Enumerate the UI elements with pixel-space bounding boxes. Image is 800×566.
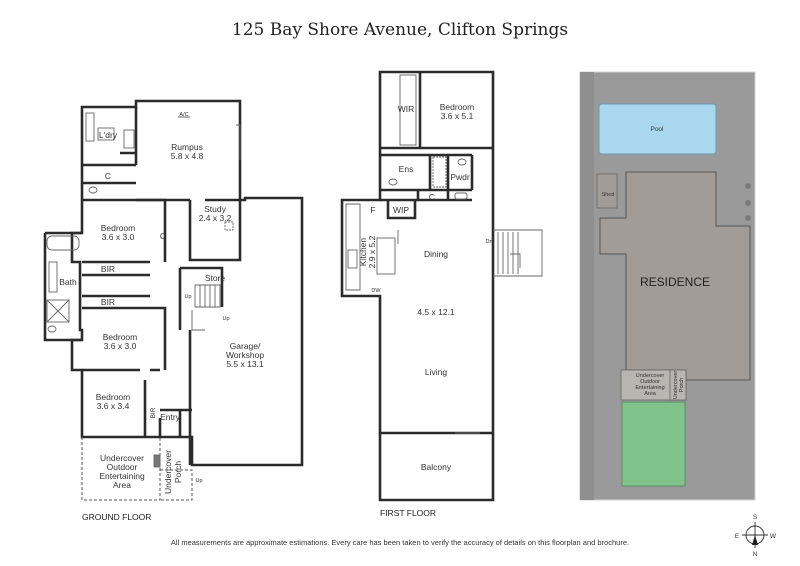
site-outdoor-label-2: Outdoor [640, 379, 660, 385]
ens-label: Ens [399, 164, 414, 174]
cupboard-label-2: C [160, 231, 166, 241]
compass-s: S [753, 514, 758, 521]
bedroom1-label: Bedroom [101, 223, 136, 233]
wip-label: WIP [393, 205, 409, 215]
dining-label: Dining [424, 249, 448, 259]
cupboard-label-1: C [105, 171, 111, 181]
tree-2 [745, 200, 751, 206]
ground-outer-wall [70, 99, 304, 467]
outdoor-label-3: Entertaining [99, 471, 145, 481]
ground-floor-label: GROUND FLOOR [82, 512, 151, 522]
residence-label: RESIDENCE [640, 275, 710, 289]
site-side-strip [580, 72, 594, 500]
tree-1 [745, 183, 751, 189]
ac-label: A/C [179, 112, 188, 118]
pwdr-label: Pwdr [450, 172, 470, 182]
shed-label: Shed [602, 192, 615, 198]
first-outer-wall [340, 70, 495, 435]
site-outdoor-label-1: Undercover [636, 373, 665, 379]
tree-3 [745, 215, 751, 221]
wir-label: WIR [398, 104, 415, 114]
bedroom2-size: 3.6 x 3.0 [104, 341, 137, 351]
first-stairs [493, 229, 543, 277]
pool [598, 103, 717, 155]
porch-label-1: Undercover [163, 450, 173, 494]
first-bedroom-label: Bedroom [440, 102, 475, 112]
bir1-label: BIR [101, 264, 115, 274]
site-porch [669, 369, 687, 401]
balcony-walls [378, 433, 495, 502]
ens-pwdr-walls [380, 153, 474, 192]
porch-label-2: Porch [173, 461, 183, 483]
laundry-label: L'dry [99, 130, 118, 140]
ground-fixtures [46, 112, 241, 468]
ground-floor-plan: A/C L'dry Rumpus 5.8 x 4.8 C Study 2.4 x… [43, 99, 304, 522]
site-porch-label-2: Porch [679, 378, 685, 392]
study-walls [188, 200, 242, 262]
compass-e: E [735, 533, 740, 540]
living-label: Living [425, 367, 447, 377]
rumpus-size: 5.8 x 4.8 [171, 151, 204, 161]
study-label: Study [204, 204, 226, 214]
bedroom1-walls [82, 198, 167, 277]
pool-label: Pool [650, 126, 664, 133]
compass: S E W N [735, 514, 777, 558]
bedroom-walls [380, 72, 493, 150]
garage-label-1: Garage/ [230, 341, 261, 351]
dn-label: Dn [485, 239, 492, 245]
first-floor-label: FIRST FLOOR [380, 508, 436, 518]
site-porch-label-1: Undercover [673, 371, 679, 400]
bedroom3-walls [143, 380, 192, 437]
kitchen-size: 2.9 x 5.2 [367, 235, 377, 268]
c-label: C [429, 192, 435, 202]
lawn [621, 401, 686, 487]
outdoor-label-2: Outdoor [107, 462, 138, 472]
site-plan: Pool Shed RESIDENCE Undercover Outdoor E… [579, 71, 756, 501]
bedroom3-size: 3.6 x 3.4 [97, 401, 130, 411]
bedroom1-size: 3.6 x 3.0 [102, 232, 135, 242]
bir2-label: BIR [101, 297, 115, 307]
site-outdoor-label-4: Area [644, 391, 657, 397]
kitchen-bench [345, 203, 361, 291]
first-bedroom-size: 3.6 x 5.1 [441, 111, 474, 121]
site-outdoor-label-3: Entertaining [635, 385, 664, 391]
store-label: Store [205, 273, 226, 283]
ground-laundry-walls [82, 107, 138, 185]
outdoor-label-1: Undercover [100, 453, 144, 463]
compass-w: W [770, 533, 777, 540]
bedroom3-label: Bedroom [96, 392, 131, 402]
up-label-1: Up [184, 294, 191, 300]
balcony-label: Balcony [421, 462, 452, 472]
first-fixtures [347, 74, 480, 434]
dw-label: DW [371, 288, 381, 294]
bedroom2-walls [82, 294, 167, 372]
entry-label: Entry [160, 412, 181, 422]
garage-size: 5.5 x 13.1 [226, 359, 264, 369]
study-size: 2.4 x 3.2 [199, 213, 232, 223]
kitchen-island [376, 237, 396, 275]
living-size: 4.5 x 12.1 [417, 307, 455, 317]
disclaimer: All measurements are approximate estimat… [170, 538, 630, 547]
first-floor-plan: WIR Bedroom 3.6 x 5.1 Ens Pwdr F WIP C K… [340, 70, 543, 518]
ground-stairs [191, 284, 221, 331]
bedroom2-label: Bedroom [103, 332, 138, 342]
compass-n: N [753, 551, 758, 558]
f-label: F [370, 205, 375, 215]
kitchen-label: Kitchen [358, 238, 368, 267]
bir3-label: BIR [150, 407, 157, 418]
bath-walls [43, 231, 82, 342]
up-label-2: Up [222, 316, 229, 322]
outdoor-area-outline [81, 437, 161, 501]
rumpus-label: Rumpus [171, 142, 203, 152]
garage-label-2: Workshop [226, 350, 264, 360]
outdoor-label-4: Area [113, 480, 131, 490]
shed [596, 173, 618, 209]
property-title: 125 Bay Shore Avenue, Clifton Springs [231, 20, 569, 40]
bath-label: Bath [59, 277, 77, 287]
porch-outline [160, 469, 193, 501]
up-label-3: Up [195, 478, 202, 484]
store-walls [178, 266, 224, 330]
wip-walls [380, 190, 472, 220]
